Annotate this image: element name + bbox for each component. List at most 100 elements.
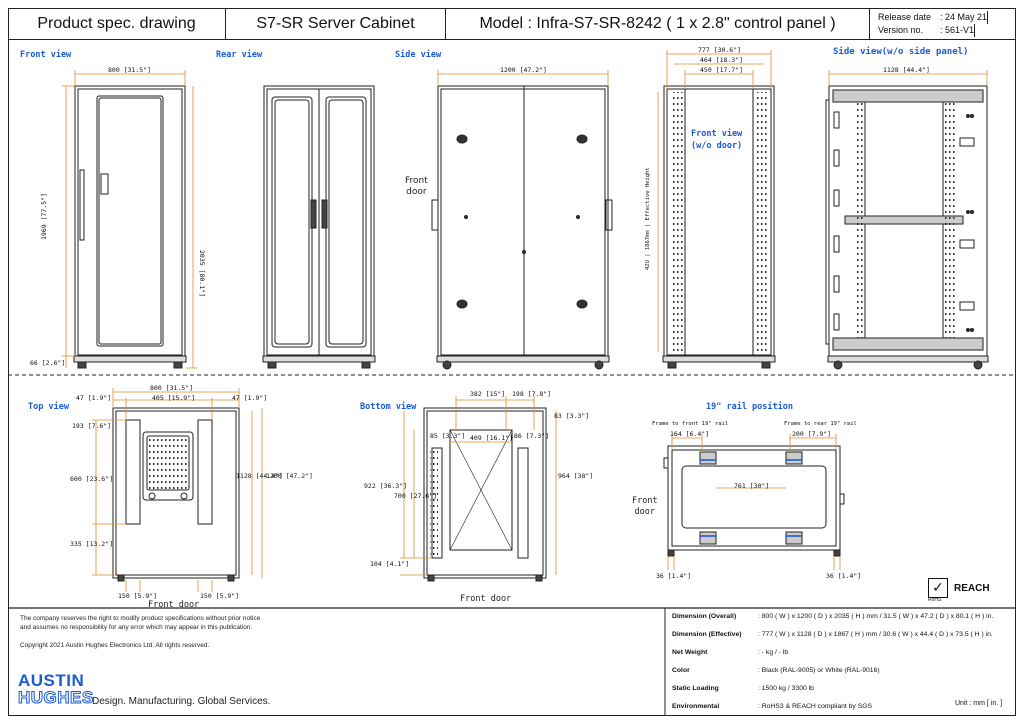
rail-position-label: 19" rail position (706, 402, 793, 412)
copyright: Copyright 2021 Austin Hughes Electronics… (20, 642, 210, 649)
dim-front-width: 800 [31.5"] (108, 66, 152, 74)
dim-fw-width2: 464 [18.3"] (700, 56, 744, 64)
dim-top-left: 47 [1.9"] (76, 394, 112, 402)
disclaimer: The company reserves the right to modify… (20, 614, 260, 650)
front-door-label-bottom: Front door (460, 594, 512, 604)
dim-top-335: 335 [13.2"] (70, 540, 114, 548)
rail-position-drawing (663, 445, 845, 557)
spec-value: : - kg / - lb (758, 649, 789, 656)
side-view-no-panel-drawing (825, 85, 989, 370)
dim-rail-36b: 36 [1.4"] (826, 572, 862, 580)
spec-value: : 1500 kg / 3300 lb (758, 685, 814, 692)
version-value: : 561-V1 (940, 24, 975, 35)
bottom-view-drawing (423, 407, 547, 582)
dim-bot-104: 104 [4.1"] (370, 560, 410, 568)
bottom-view-dims (400, 396, 557, 576)
dim-sw-depth: 1128 [44.4"] (883, 66, 930, 74)
version-label: Version no. (878, 24, 924, 35)
rohs-label: RoHS (928, 597, 942, 603)
drawing-frame (8, 8, 1016, 716)
spec-key: Dimension (Effective) (672, 631, 742, 638)
side-view-no-panel-dims (828, 70, 988, 86)
title-block: Product spec. drawing S7-SR Server Cabin… (8, 8, 1016, 40)
dim-rail-164: 164 [6.4"] (670, 430, 710, 438)
spec-row: Static Loading : 1500 kg / 3300 lb (672, 685, 814, 692)
dim-top-150a: 150 [5.9"] (118, 592, 158, 600)
front-view-no-door-dims (657, 50, 772, 352)
spec-key: Static Loading (672, 685, 719, 692)
side-view-label: Side view (395, 50, 442, 60)
product-name: S7-SR Server Cabinet (226, 8, 446, 39)
spec-key: Net Weight (672, 649, 708, 656)
front-view-no-door-label: Front view (w/o door) (691, 129, 743, 151)
dim-bot-198: 198 [7.8"] (512, 390, 552, 398)
spec-key: Dimension (Overall) (672, 613, 737, 620)
rear-view-drawing (262, 85, 376, 369)
disclaimer-line-1: The company reserves the right to modify… (20, 615, 261, 622)
top-view-drawing (112, 407, 240, 582)
spec-value: : RoHS3 & REACH compliant by SGS (758, 703, 873, 710)
spec-row: Dimension (Overall) : 800 ( W ) x 1200 ( … (672, 613, 993, 620)
logo-line-2: HUGHES (18, 688, 94, 707)
rail-dims (667, 434, 841, 570)
dim-bot-700: 700 [27.6"] (394, 492, 438, 500)
front-view-dims (62, 70, 197, 369)
doc-type: Product spec. drawing (8, 8, 226, 39)
spec-value: : 800 ( W ) x 1200 ( D ) x 2035 ( H ) mm… (758, 613, 994, 620)
dim-front-height: 1969 [77.5"] (40, 193, 48, 240)
dim-top-width: 800 [31.5"] (150, 384, 194, 392)
rail-blue-lines (700, 459, 802, 537)
unit-note: Unit : mm [ in. ] (955, 700, 1003, 707)
dim-bot-85: 85 [3.3"] (430, 432, 466, 440)
reach-label: REACH (954, 582, 990, 594)
tagline: Design. Manufacturing. Global Services. (92, 696, 271, 707)
logo-line-1: AUSTIN (18, 671, 85, 690)
dim-fw-height: 42U | 1867mm | Effective Height (645, 167, 651, 270)
dim-bot-409: 409 [16.1"] (470, 434, 514, 442)
front-door-label-side: Front door (405, 176, 428, 197)
side-view-dims (437, 70, 609, 86)
front-view-no-door-drawing (662, 85, 776, 369)
dim-bot-382: 382 [15"] (470, 390, 506, 398)
dim-top-center: 405 [15.9"] (152, 394, 196, 402)
dim-side-depth: 1200 [47.2"] (500, 66, 547, 74)
spec-row: Color : Black (RAL-9005) or White (RAL-90… (672, 667, 880, 674)
top-view-dims (92, 388, 263, 592)
top-view-label: Top view (28, 402, 69, 412)
dim-front-base: 66 [2.6"] (30, 359, 66, 367)
compliance-marks: ✓ RoHS REACH (928, 578, 990, 603)
dim-rail-36a: 36 [1.4"] (656, 572, 692, 580)
spec-value: : Black (RAL-9005) or White (RAL-9016) (758, 667, 880, 674)
dim-top-600: 600 [23.6"] (70, 475, 114, 483)
dim-top-193: 193 [7.6"] (72, 422, 112, 430)
front-view-label: Front view (20, 50, 72, 60)
rohs-check-icon: ✓ (928, 578, 948, 598)
bottom-view-label: Bottom view (360, 402, 417, 412)
dim-bot-964: 964 [38"] (558, 472, 594, 480)
dim-top-1200: 1200 [47.2"] (266, 472, 313, 480)
side-view-drawing (431, 85, 613, 370)
spec-row: Dimension (Effective) : 777 ( W ) x 1128 … (672, 631, 993, 638)
release-info: Release date : 24 May 21 Version no. : 561… (870, 8, 1016, 39)
spec-value: : 777 ( W ) x 1128 ( D ) x 1867 ( H ) mm… (758, 631, 993, 638)
release-date-label: Release date (878, 11, 932, 22)
front-door-label-top: Front door (148, 600, 200, 610)
model-name: Model : Infra-S7-SR-8242 ( 1 x 2.8" cont… (446, 8, 870, 39)
spec-key: Color (672, 667, 690, 674)
dim-top-1128: 1128 [44.4"] (236, 472, 283, 480)
rail-frame-rear: Frame to rear 19" rail (784, 421, 857, 427)
dim-bot-186: 186 [7.3"] (510, 432, 550, 440)
dim-front-total: 2035 [80.1"] (198, 250, 206, 297)
release-date-value: : 24 May 21 (940, 11, 988, 22)
dim-rail-200: 200 [7.9"] (792, 430, 832, 438)
rear-view-label: Rear view (216, 50, 263, 60)
dim-top-150b: 150 [5.9"] (200, 592, 240, 600)
side-view-no-panel-label: Side view(w/o side panel) (833, 47, 969, 57)
rail-frame-front: Frame to front 19" rail (652, 421, 729, 427)
spec-row: Environmental: RoHS3 & REACH compliant b… (672, 703, 872, 710)
dim-bot-83: 83 [3.3"] (554, 412, 590, 420)
dim-rail-761: 761 [30"] (734, 482, 770, 490)
front-view-drawing (73, 85, 187, 369)
dim-bot-922: 922 [36.3"] (364, 482, 408, 490)
